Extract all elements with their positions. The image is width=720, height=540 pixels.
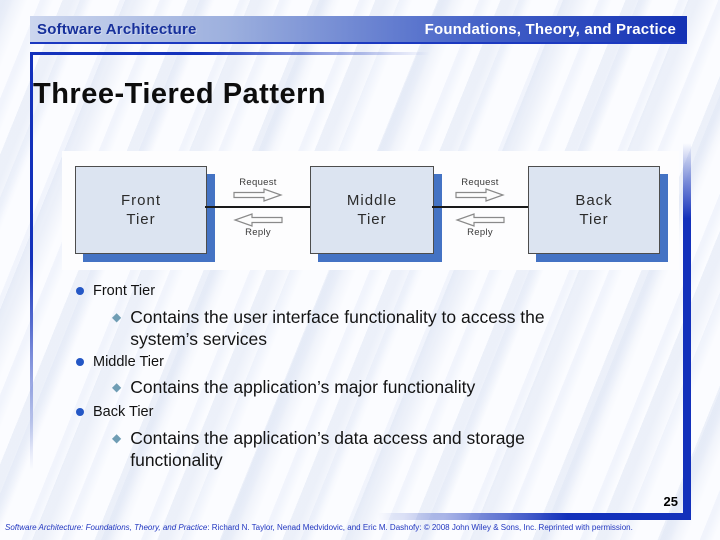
footer-credits: Software Architecture: Foundations, Theo…: [5, 523, 697, 532]
request-reply-group-1: Request Reply: [222, 177, 294, 241]
subbullet-middle-tier: ◆ Contains the application’s major funct…: [112, 376, 475, 398]
middle-tier-label-line1: Middle: [346, 191, 398, 209]
subbullet-back-tier: ◆ Contains the application’s data access…: [112, 427, 525, 471]
reply-label: Reply: [245, 227, 271, 238]
subbullet-text-line: functionality: [130, 450, 223, 470]
request-reply-group-2: Request Reply: [444, 177, 516, 241]
footer-book-title: Software Architecture: Foundations, Theo…: [5, 523, 208, 532]
request-arrow-icon: [455, 188, 505, 202]
back-tier-label-line1: Back: [575, 191, 613, 209]
diamond-bullet-icon: ◆: [112, 431, 122, 445]
reply-arrow-icon: [455, 213, 505, 227]
circle-bullet-icon: [76, 287, 84, 295]
front-tier-label-line2: Tier: [126, 211, 156, 228]
request-label: Request: [239, 177, 277, 188]
diamond-bullet-icon: ◆: [112, 310, 122, 324]
top-border-line: [30, 52, 430, 55]
front-tier-label-line1: Front: [120, 191, 161, 209]
reply-arrow-icon: [233, 213, 283, 227]
subbullet-text-line: Contains the application’s data access a…: [130, 428, 525, 448]
request-arrow-icon: [233, 188, 283, 202]
right-accent-bar: [683, 143, 691, 520]
reply-label: Reply: [467, 227, 493, 238]
middle-tier-box: Middle Tier: [310, 166, 434, 254]
course-title: Software Architecture: [37, 20, 197, 38]
front-tier-box: Front Tier: [75, 166, 207, 254]
circle-bullet-icon: [76, 358, 84, 366]
bottom-accent-line: [378, 513, 683, 520]
back-tier-label-line2: Tier: [579, 211, 609, 228]
header-bar: Software Architecture Foundations, Theor…: [30, 16, 687, 44]
back-tier-box: Back Tier: [528, 166, 660, 254]
diamond-bullet-icon: ◆: [112, 380, 122, 394]
bullet-front-tier: Front Tier: [76, 283, 155, 299]
page-number: 25: [663, 494, 678, 509]
subbullet-text-line: Contains the application’s major functio…: [130, 377, 476, 397]
request-label: Request: [461, 177, 499, 188]
bullet-label: Front Tier: [93, 283, 156, 299]
subbullet-text-line: system’s services: [130, 329, 268, 349]
footer-credit-text: : Richard N. Taylor, Nenad Medvidovic, a…: [207, 523, 633, 532]
connector-middle-back: [432, 206, 528, 208]
book-subtitle: Foundations, Theory, and Practice: [424, 20, 676, 38]
middle-tier-label-line2: Tier: [357, 211, 387, 228]
bullet-label: Back Tier: [93, 404, 154, 420]
connector-front-middle: [205, 206, 310, 208]
bullet-back-tier: Back Tier: [76, 404, 153, 420]
slide-title: Three-Tiered Pattern: [33, 78, 327, 110]
subbullet-text-line: Contains the user interface functionalit…: [130, 307, 545, 327]
circle-bullet-icon: [76, 408, 84, 416]
bullet-middle-tier: Middle Tier: [76, 354, 164, 370]
subbullet-front-tier: ◆ Contains the user interface functional…: [112, 306, 545, 350]
left-border-line: [30, 52, 33, 470]
bullet-label: Middle Tier: [93, 354, 164, 370]
three-tier-diagram: Front Tier Middle Tier Back Tier Request…: [62, 151, 679, 270]
